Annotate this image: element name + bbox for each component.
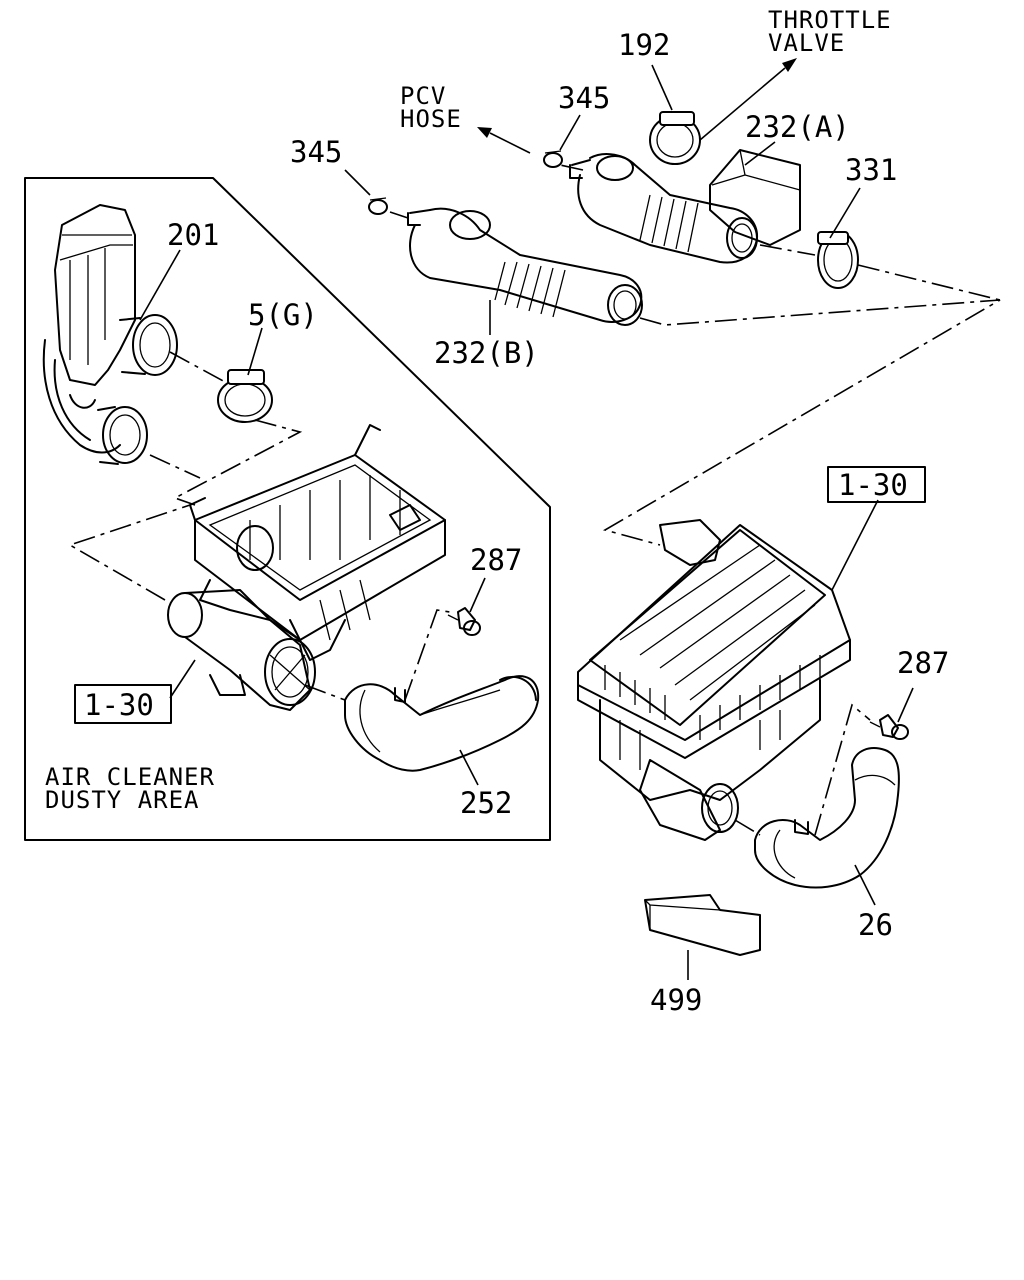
callout-192: 192 [618, 28, 670, 62]
bolt-287-left [447, 607, 481, 636]
clamp-192 [649, 111, 701, 165]
hose-26 [754, 747, 900, 889]
connection-lines [68, 164, 1001, 836]
callout-201: 201 [167, 218, 219, 252]
clamp-5g [217, 369, 273, 423]
callout-box-1-30-left [74, 684, 172, 724]
callout-5g: 5(G) [248, 298, 318, 332]
throttle-valve-label-line1: THROTTLE [768, 6, 892, 34]
callout-232b: 232(B) [434, 336, 539, 370]
duct-232b [407, 207, 643, 326]
pad-499 [644, 894, 761, 956]
throttle-valve-label-line2: VALVE [768, 29, 845, 57]
pcv-hose-label-line1: PCV [400, 82, 446, 110]
leader-lines [139, 58, 914, 980]
callout-287-right: 287 [897, 646, 949, 680]
callout-345-right: 345 [558, 81, 610, 115]
intake-duct-201 [42, 204, 178, 465]
callout-box-1-30-right [827, 466, 926, 503]
callout-287-left: 287 [470, 543, 522, 577]
dusty-area-label-line2: DUSTY AREA [45, 786, 200, 814]
callout-345-left: 345 [290, 135, 342, 169]
air-cleaner-outlet-right [639, 759, 739, 841]
callout-26: 26 [858, 908, 893, 942]
air-cleaner-assembly-right [577, 519, 851, 801]
callout-1-30-left: 1-30 [84, 688, 154, 722]
duct-232a [569, 149, 801, 264]
air-cleaner-lower-case-left [189, 424, 446, 661]
dusty-area-label-line1: AIR CLEANER [45, 763, 215, 791]
callout-331: 331 [845, 153, 897, 187]
callout-1-30-right: 1-30 [838, 468, 908, 502]
callout-252: 252 [460, 786, 512, 820]
clamp-331 [817, 231, 859, 289]
pcv-hose-label-line2: HOSE [400, 105, 462, 133]
bolt-287-right [869, 714, 909, 740]
air-cleaner-outlet-left [167, 589, 316, 711]
dusty-area-panel [24, 177, 551, 841]
clip-345-left [368, 197, 388, 215]
clip-345-right [543, 150, 563, 168]
callout-499: 499 [650, 983, 702, 1017]
hose-252 [344, 675, 540, 772]
callout-232a: 232(A) [745, 110, 850, 144]
